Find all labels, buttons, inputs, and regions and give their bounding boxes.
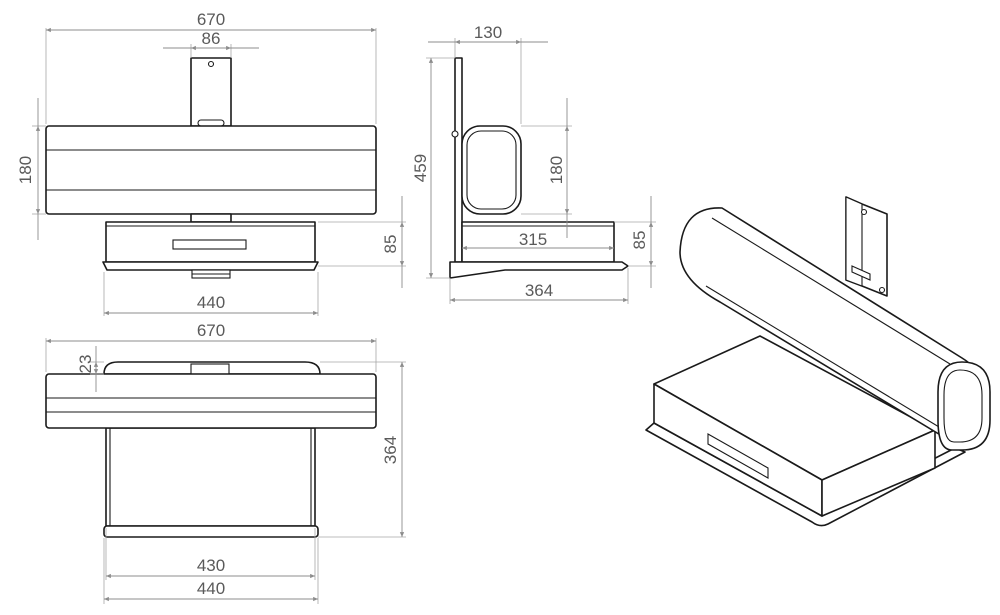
iso-roll-end-inner xyxy=(943,369,983,443)
iso-drawer-side xyxy=(821,429,936,517)
drawer-base xyxy=(102,261,319,271)
bracket-lower xyxy=(190,213,232,223)
side-view: 130 459 180 315 85 364 xyxy=(411,23,656,304)
side-drawer xyxy=(461,221,615,263)
iso-roll-band xyxy=(705,285,945,431)
dim-label-drawer-width: 440 xyxy=(197,293,225,312)
dim-label-side-drawer-height: 85 xyxy=(630,231,649,250)
drawer-handle xyxy=(172,239,247,250)
iso-drawer-handle xyxy=(707,433,769,479)
top-drawer-body xyxy=(105,427,316,527)
dim-label-side-roll-height: 180 xyxy=(547,156,566,184)
front-view: 670 86 180 85 440 xyxy=(16,10,406,316)
dim-label-roll-height: 180 xyxy=(16,156,35,184)
isometric-view xyxy=(645,196,991,527)
iso-bracket-slot xyxy=(851,265,871,281)
iso-bracket-hole xyxy=(860,208,868,216)
dim-label-drawer-height: 85 xyxy=(381,235,400,254)
top-roll xyxy=(45,373,377,429)
dim-label-overall-depth: 364 xyxy=(525,281,553,300)
top-drawer-front xyxy=(103,525,319,538)
iso-bracket-flange xyxy=(845,196,863,287)
dim-label-overall-width: 670 xyxy=(197,10,225,29)
dim-label-outer-width: 440 xyxy=(197,579,225,598)
dim-label-drawer-depth: 315 xyxy=(519,230,547,249)
iso-bracket-screw xyxy=(878,286,886,294)
top-bracket-stub xyxy=(190,363,230,375)
side-base-plate xyxy=(449,261,629,279)
dim-label-bracket-width: 86 xyxy=(202,29,221,48)
iso-roll-band xyxy=(711,217,951,365)
wall-bracket xyxy=(190,57,232,127)
dim-label-top-overall-width: 670 xyxy=(197,321,225,340)
dim-label-inner-width: 430 xyxy=(197,556,225,575)
heating-roll xyxy=(45,125,377,215)
top-view: 670 23 364 430 440 xyxy=(45,321,406,604)
dim-label-top-depth: 364 xyxy=(381,436,400,464)
dim-label-total-height: 459 xyxy=(411,154,430,182)
side-wall-plate xyxy=(454,57,463,263)
side-roll-inner xyxy=(466,130,517,210)
bracket-slot xyxy=(197,119,225,127)
dim-label-offset: 23 xyxy=(76,355,95,374)
dim-label-roll-depth: 130 xyxy=(474,23,502,42)
bracket-hole xyxy=(207,60,215,68)
side-bracket-hole xyxy=(451,130,459,138)
